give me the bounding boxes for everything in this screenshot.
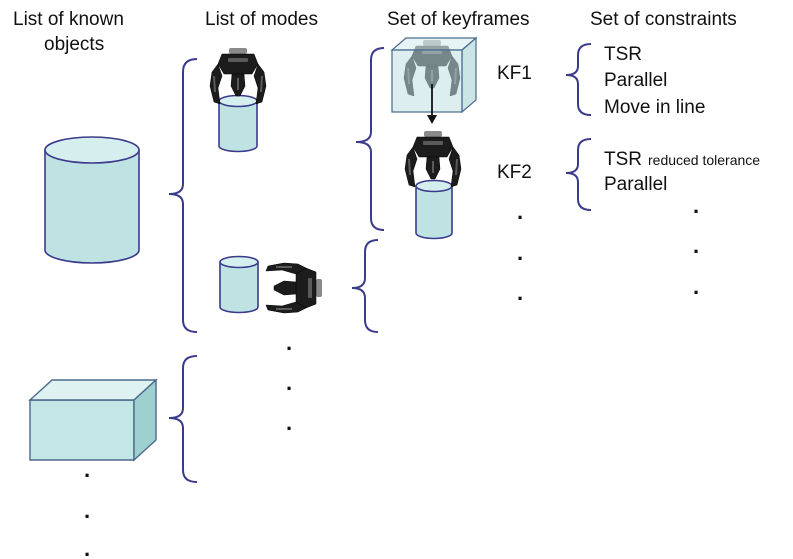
objects-ellipsis-1: . <box>84 457 90 482</box>
mode-side-grasp <box>219 255 323 314</box>
brace-side-grasp-keyframes <box>351 239 379 333</box>
header-set-of-constraints: Set of constraints <box>590 9 737 30</box>
constraints-ellipsis-3: . <box>693 274 699 299</box>
keyframes-ellipsis-3: . <box>517 280 523 305</box>
header-known-objects-line2: objects <box>44 34 104 55</box>
brace-cylinder-modes <box>168 58 198 333</box>
kf2-tsr-tolerance-note: reduced tolerance <box>648 152 760 168</box>
objects-ellipsis-3: . <box>84 536 90 559</box>
keyframes-ellipsis-1: . <box>517 199 523 224</box>
header-list-of-modes: List of modes <box>205 9 318 30</box>
mode-top-grasp <box>209 47 267 153</box>
modes-ellipsis-3: . <box>286 410 292 435</box>
keyframe-2-image <box>404 130 462 240</box>
kf1-constraint-tsr: TSR <box>604 44 642 65</box>
modes-ellipsis-2: . <box>286 370 292 395</box>
keyframe-arrow-icon <box>427 84 437 124</box>
brace-kf2-constraints <box>565 138 592 211</box>
box-object <box>28 378 158 462</box>
keyframe-1-image <box>390 36 478 114</box>
kf2-constraint-parallel: Parallel <box>604 174 667 195</box>
kf2-constraint-tsr: TSR reduced tolerance <box>604 149 760 170</box>
kf2-tsr-text: TSR <box>604 149 642 170</box>
objects-ellipsis-2: . <box>84 498 90 523</box>
cylinder-object <box>44 136 140 264</box>
constraints-ellipsis-1: . <box>693 193 699 218</box>
brace-top-grasp-keyframes <box>355 47 385 231</box>
constraints-ellipsis-2: . <box>693 233 699 258</box>
keyframes-ellipsis-2: . <box>517 240 523 265</box>
header-set-of-keyframes: Set of keyframes <box>387 9 530 30</box>
header-known-objects-line1: List of known <box>13 9 124 30</box>
brace-box-modes <box>168 355 198 483</box>
keyframe-2-label: KF2 <box>497 162 532 183</box>
keyframe-1-label: KF1 <box>497 63 532 84</box>
kf1-constraint-move-in-line: Move in line <box>604 97 705 118</box>
brace-kf1-constraints <box>565 43 592 116</box>
kf1-constraint-parallel: Parallel <box>604 70 667 91</box>
modes-ellipsis-1: . <box>286 330 292 355</box>
